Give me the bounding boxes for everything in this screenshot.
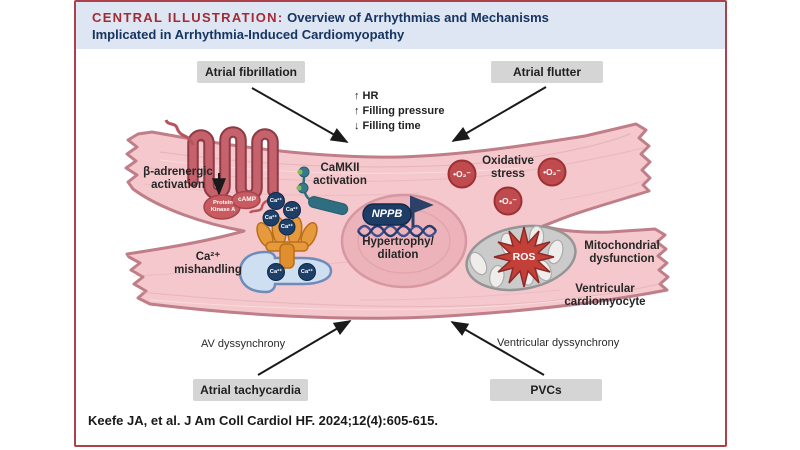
header-title-line2: Implicated in Arrhythmia-Induced Cardiom… [92,27,405,42]
ca-ion-label: Ca²⁺ [300,269,314,275]
ca-ion-label: Ca²⁺ [264,215,278,221]
ventricular-cardiomyocyte-label: Ventricular cardiomyocyte [564,283,646,308]
camkii-label: CaMKII activation [313,162,367,187]
hypertrophy-dilation-label: Hypertrophy/ dilation [362,236,434,261]
hr-increase-label: ↑ HR [354,90,379,102]
box-atrial-flutter: Atrial flutter [491,61,603,83]
beta-adrenergic-label: β-adrenergic activation [143,166,213,191]
protein-kinase-a-label: Protein Kinase A [210,200,236,213]
ca-ion-label: Ca²⁺ [285,207,299,213]
ventricular-dyssynchrony-label: Ventricular dyssynchrony [497,337,620,349]
header-title-line1: Overview of Arrhythmias and Mechanisms [287,10,549,25]
ca-ion-label: Ca²⁺ [269,269,283,275]
superoxide-label-1: •O₂⁻ [453,169,471,179]
ca-ion-label: Ca²⁺ [269,198,283,204]
superoxide-label-3: •O₂⁻ [499,196,517,206]
ca-ion-label: Ca²⁺ [280,224,294,230]
box-atrial-tachycardia: Atrial tachycardia [193,379,308,401]
figure-header: CENTRAL ILLUSTRATION: Overview of Arrhyt… [76,2,725,49]
header-line1: CENTRAL ILLUSTRATION: Overview of Arrhyt… [92,9,715,26]
ca-mishandling-label: Ca²⁺ mishandling [174,251,242,276]
header-line2: Implicated in Arrhythmia-Induced Cardiom… [92,26,715,43]
header-label: CENTRAL ILLUSTRATION: [92,10,284,25]
oxidative-stress-label: Oxidative stress [482,155,534,180]
nppb-gene-label: NPPB [371,208,403,220]
hemodynamic-effects: ↑ HR ↑ Filling pressure ↓ Filling time [354,89,444,134]
box-atrial-fibrillation: Atrial fibrillation [197,61,305,83]
filling-pressure-label: ↑ Filling pressure [354,105,445,117]
filling-time-label: ↓ Filling time [354,120,421,132]
citation-text: Keefe JA, et al. J Am Coll Cardiol HF. 2… [88,413,438,428]
camp-label: cAMP [237,196,257,203]
av-dyssynchrony-label: AV dyssynchrony [201,338,286,350]
box-pvcs: PVCs [490,379,602,401]
ros-label: ROS [512,251,536,263]
mitochondrial-dysfunction-label: Mitochondrial dysfunction [584,240,660,265]
superoxide-label-2: •O₂⁻ [543,167,561,177]
